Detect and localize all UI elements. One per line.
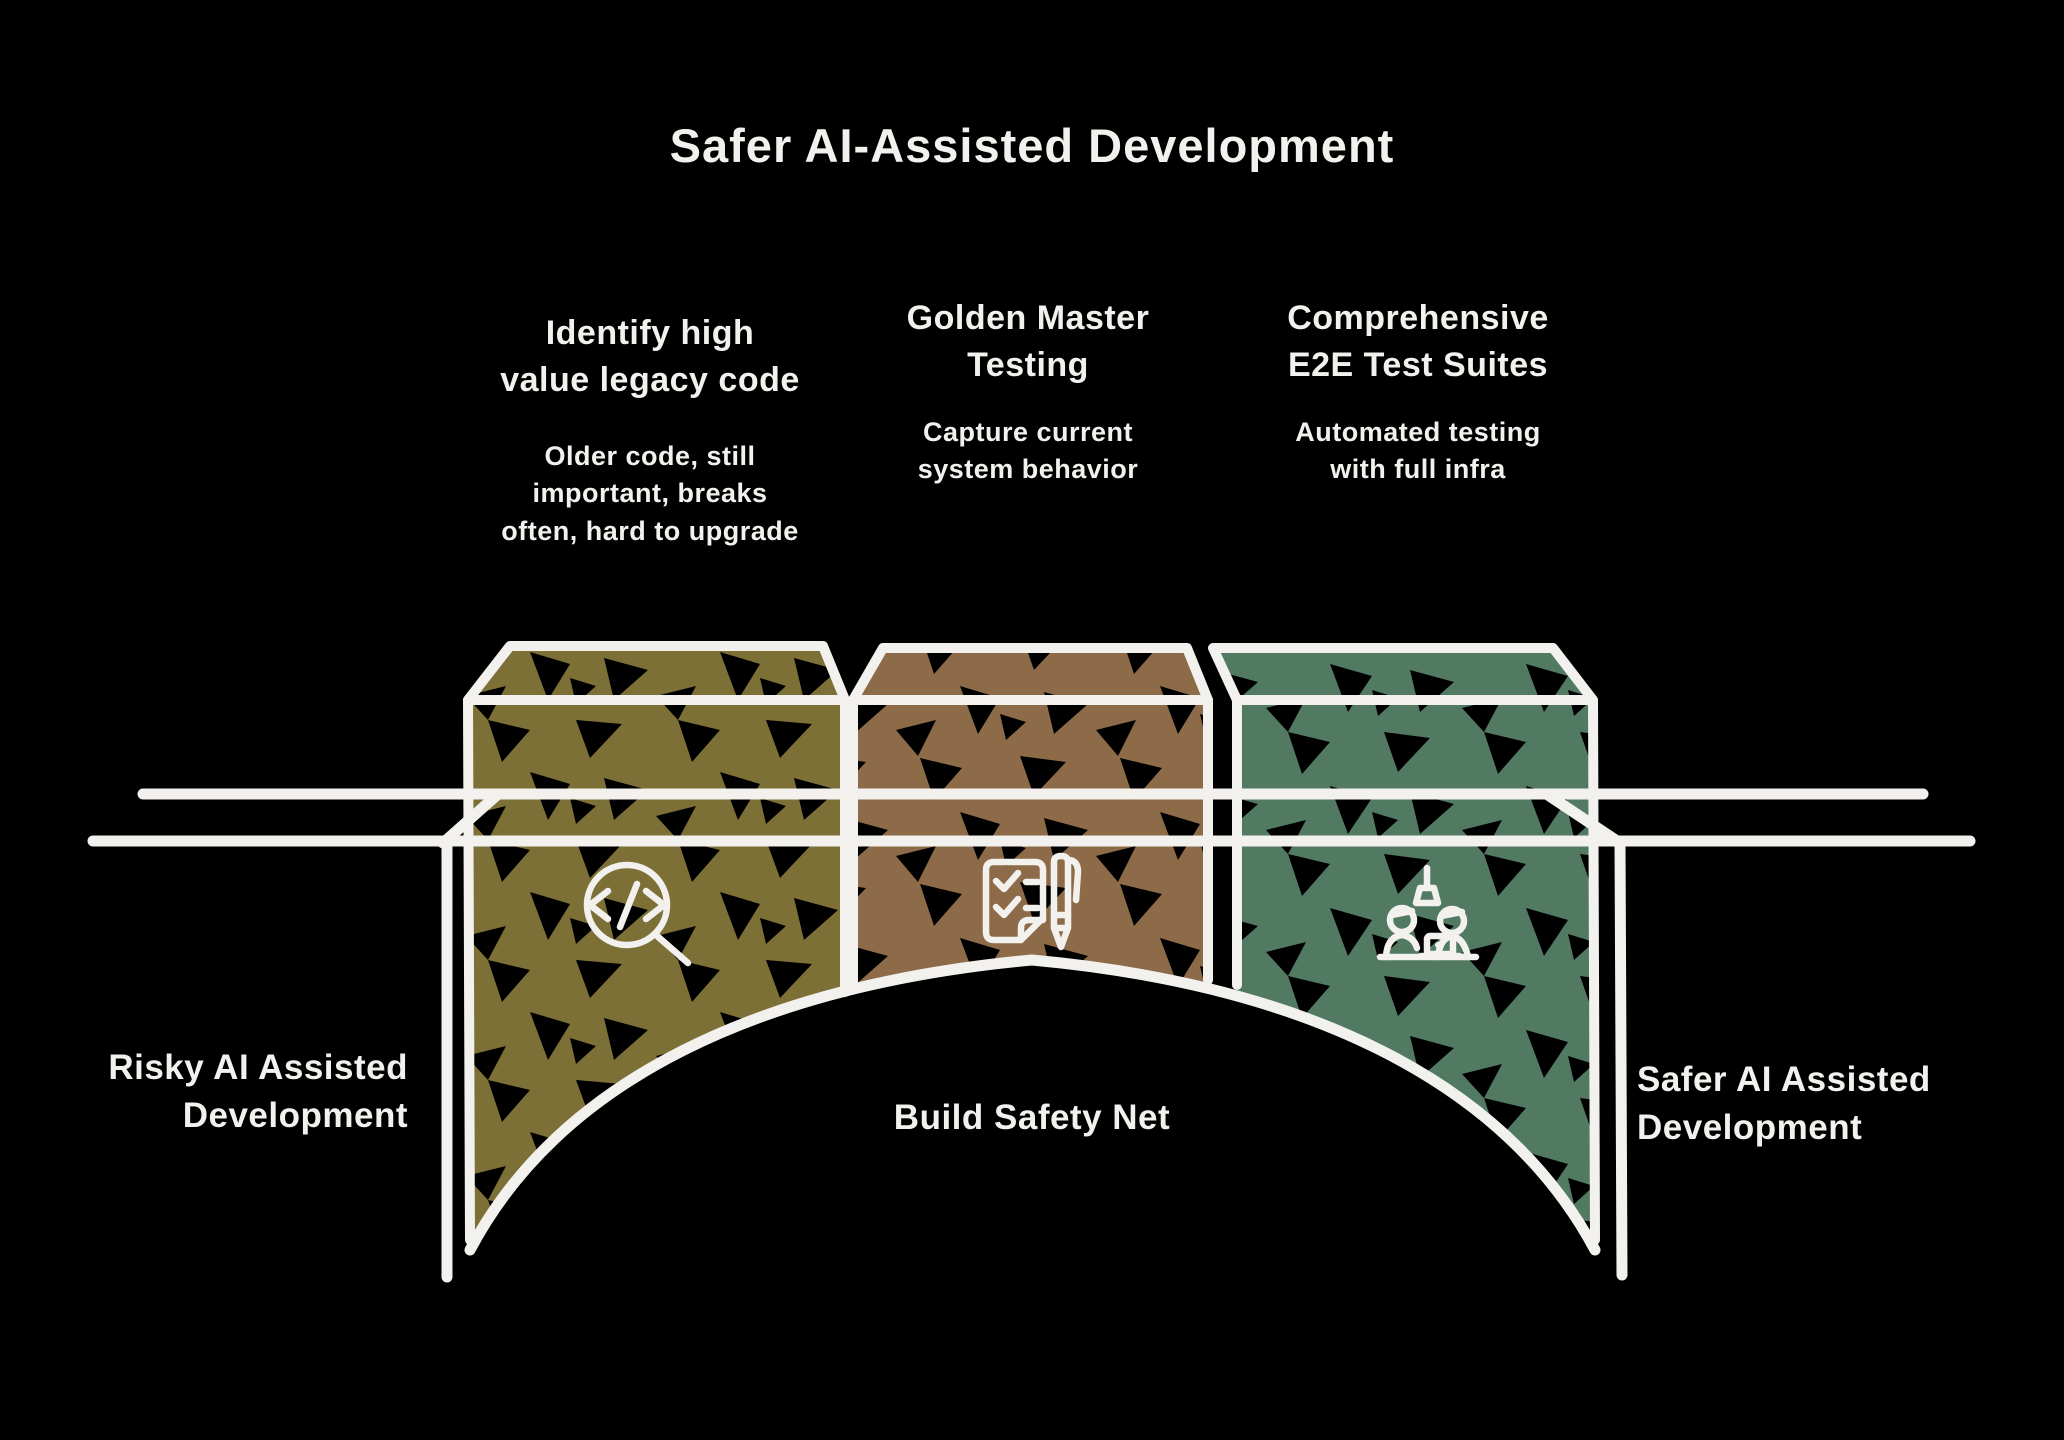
checklist-pen-icon xyxy=(982,852,1082,951)
code-chevron-right xyxy=(642,887,668,923)
safer-side-label: Safer AI Assisted Development xyxy=(1637,1060,1931,1148)
check-mark-1 xyxy=(992,869,1022,893)
pen-tip xyxy=(1050,924,1072,951)
bridge-linework xyxy=(87,641,1976,1283)
diagram-title: Safer AI-Assisted Development xyxy=(669,119,1395,172)
code-slash xyxy=(616,880,641,931)
column-3-heading: Comprehensive E2E Test Suites xyxy=(1287,299,1549,384)
column-1-description: Older code, still important, breaks ofte… xyxy=(501,441,799,546)
check-mark-2 xyxy=(992,895,1022,919)
magnifier-handle xyxy=(652,931,692,967)
right-pier-line xyxy=(1614,835,1628,1281)
safety-net-label: Build Safety Net xyxy=(893,1098,1171,1137)
person-2-cap-line xyxy=(1438,908,1466,920)
block-brown-top-face xyxy=(848,643,1213,705)
deck-left-corner-line xyxy=(437,789,503,849)
code-search-icon xyxy=(583,861,692,967)
block-olive-top-face xyxy=(463,641,850,705)
bridge-arch xyxy=(464,954,1601,1256)
deck-right-corner-line xyxy=(1542,789,1626,849)
column-2-description: Capture current system behavior xyxy=(917,417,1139,485)
person-1-cap-line xyxy=(1388,907,1416,919)
block-teal-right-edge xyxy=(1588,695,1600,1245)
bridge-piers xyxy=(441,835,1628,1283)
column-3-description: Automated testing with full infra xyxy=(1295,417,1541,485)
block-teal-top-face xyxy=(1208,643,1598,705)
person-1-body xyxy=(1382,931,1421,961)
bridge-deck xyxy=(87,788,1976,849)
pen-clip xyxy=(1064,856,1082,904)
column-2-heading: Golden Master Testing xyxy=(906,299,1150,384)
document-fold xyxy=(1017,916,1047,944)
column-1-heading: Identify high value legacy code xyxy=(500,314,800,399)
laptop-logo-dot xyxy=(1435,942,1441,948)
lamp-shade xyxy=(1412,884,1442,907)
code-chevron-left xyxy=(586,887,612,923)
risky-side-label: Risky AI Assisted Development xyxy=(108,1048,408,1136)
team-desk-icon xyxy=(1376,864,1480,961)
block-olive-left-edge xyxy=(463,695,475,1245)
checklist-document xyxy=(982,858,1047,944)
